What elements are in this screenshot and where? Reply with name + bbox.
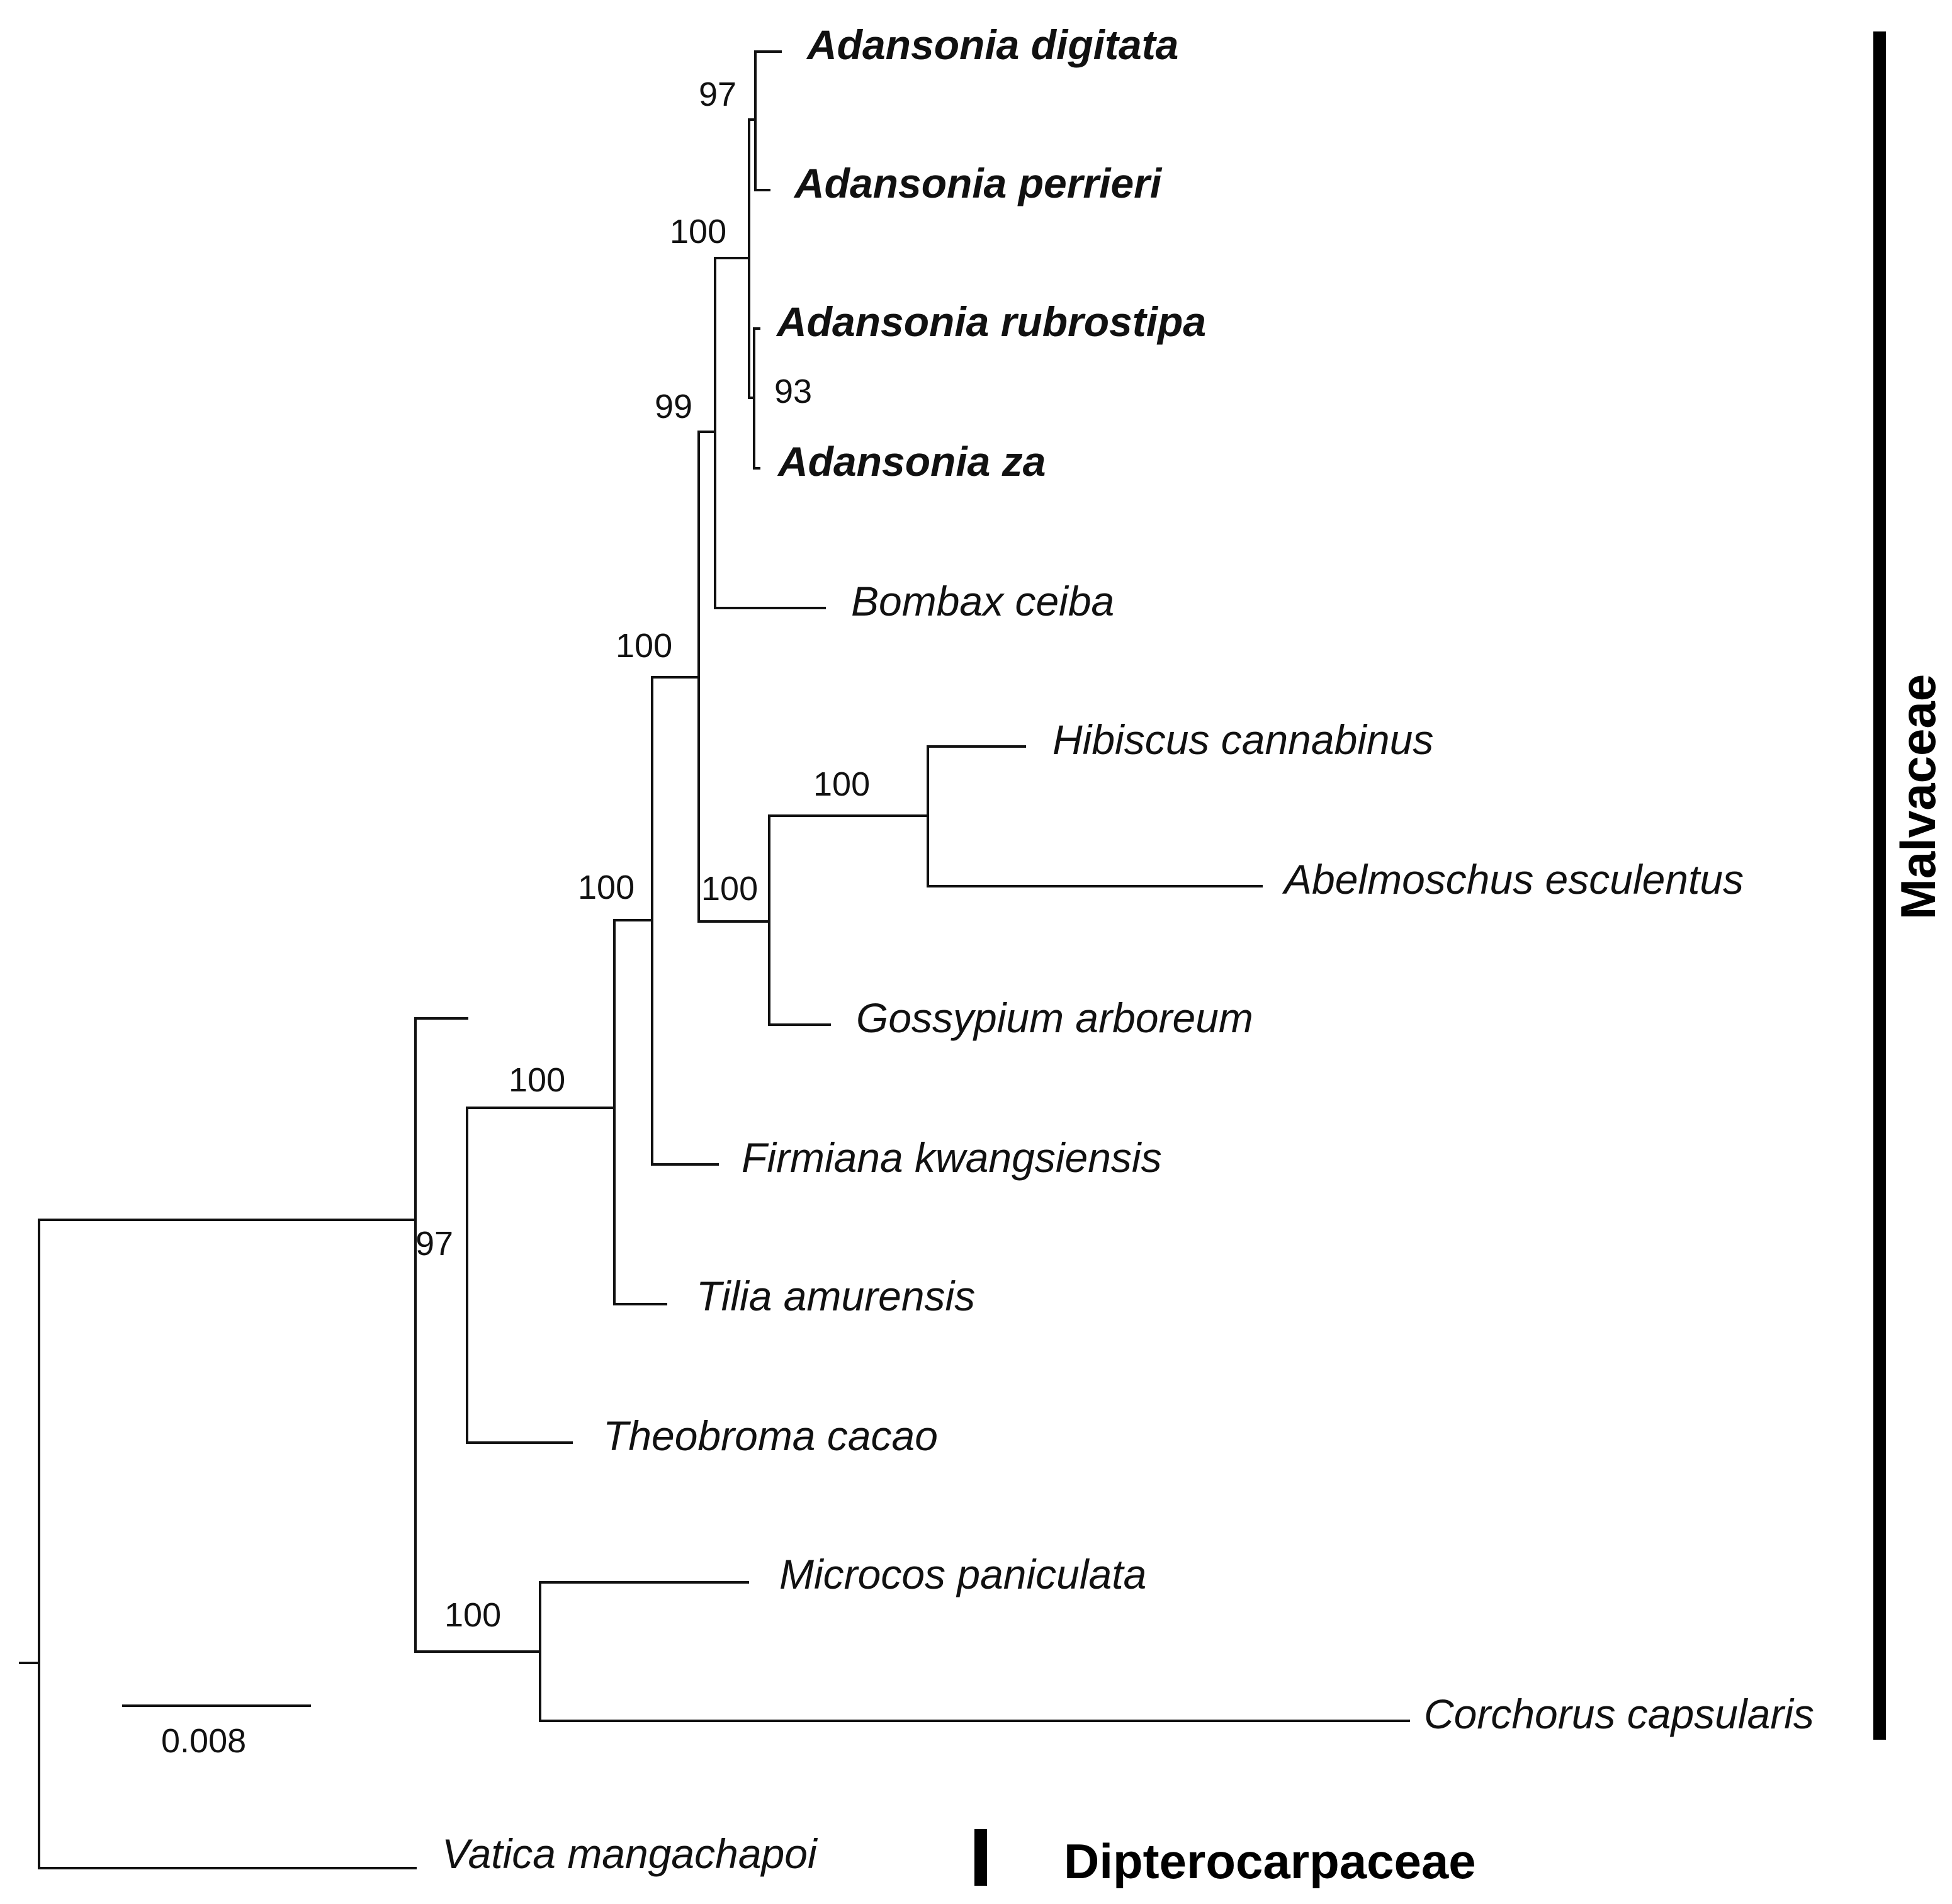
support-value: 100 (670, 213, 726, 251)
dipterocarpaceae-bar (974, 1829, 987, 1886)
taxon-label: Gossypium arboreum (856, 994, 1253, 1041)
support-value: 100 (813, 765, 870, 803)
taxon-label: Bombax ceiba (851, 578, 1114, 624)
taxon-label: Firmiana kwangsiensis (742, 1134, 1162, 1181)
taxon-label: Hibiscus cannabinus (1052, 716, 1433, 763)
family-label-malvaceae: Malvaceae (1890, 674, 1946, 920)
taxon-label: Adansonia za (777, 438, 1046, 485)
support-value: 97 (699, 76, 736, 113)
taxon-label: Adansonia rubrostipa (776, 298, 1206, 345)
support-value: 93 (774, 373, 812, 410)
family-bars: Malvaceae Dipterocarpaceae (974, 31, 1946, 1889)
support-value: 100 (509, 1061, 565, 1099)
support-value: 99 (655, 388, 692, 425)
support-value: 100 (578, 869, 635, 906)
support-values: 97 93 100 99 100 100 100 100 100 97 100 (415, 76, 870, 1634)
support-value: 100 (444, 1596, 501, 1634)
taxon-label: Adansonia perrieri (793, 160, 1163, 206)
scale-bar-label: 0.008 (161, 1722, 246, 1760)
taxon-label: Abelmoschus esculentus (1282, 856, 1744, 903)
malvaceae-bar (1873, 31, 1886, 1740)
taxon-labels: Adansonia digitata Adansonia perrieri Ad… (442, 21, 1814, 1877)
taxon-label: Theobroma cacao (603, 1412, 938, 1459)
support-value: 100 (616, 627, 672, 665)
scale-bar: 0.008 (122, 1704, 311, 1760)
tree-branches (19, 50, 1410, 1869)
support-value: 100 (701, 870, 758, 908)
taxon-label: Microcos paniculata (779, 1551, 1146, 1597)
taxon-label: Corchorus capsularis (1424, 1691, 1814, 1737)
taxon-label: Vatica mangachapoi (442, 1830, 818, 1877)
family-label-dipterocarpaceae: Dipterocarpaceae (1064, 1834, 1476, 1889)
taxon-label: Tilia amurensis (696, 1273, 975, 1319)
taxon-label: Adansonia digitata (806, 21, 1178, 68)
support-value: 97 (415, 1225, 453, 1263)
